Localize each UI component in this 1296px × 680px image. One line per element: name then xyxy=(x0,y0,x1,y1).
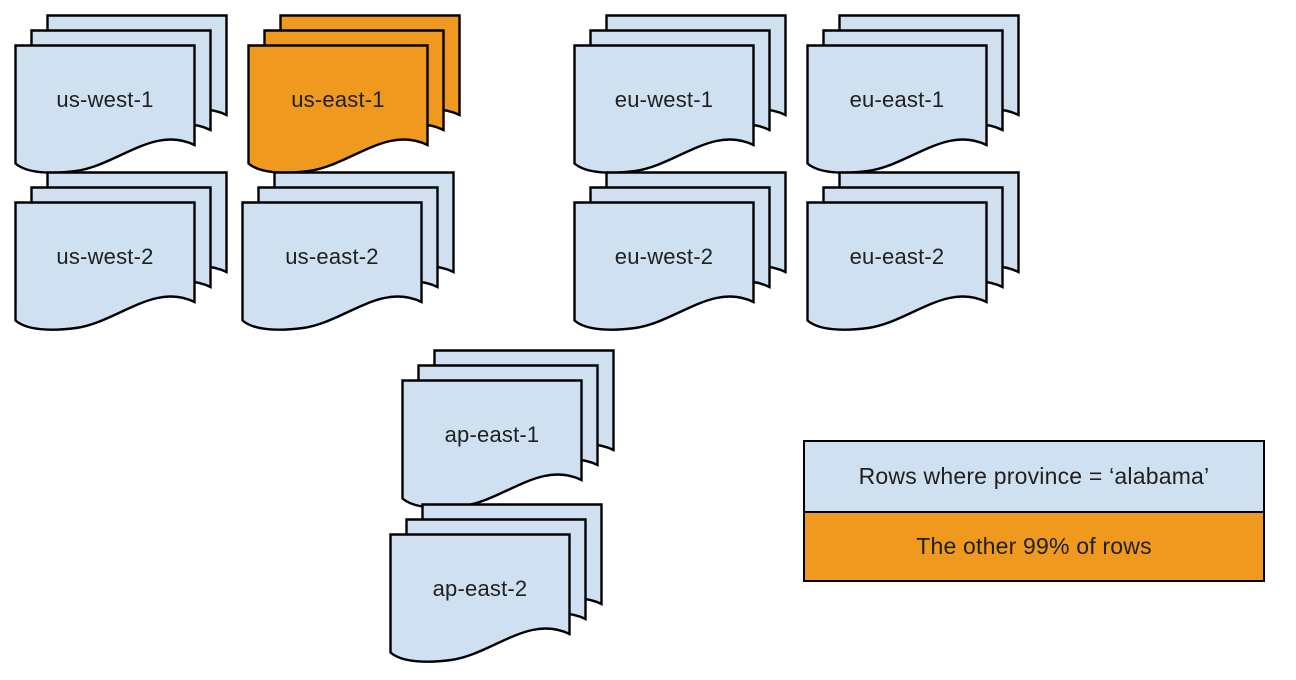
region-stack-us-west-1: us-west-1 xyxy=(14,14,228,178)
region-label: eu-west-2 xyxy=(614,244,714,269)
region-stack-ap-east-2: ap-east-2 xyxy=(389,503,603,667)
region-label: eu-west-1 xyxy=(614,87,714,112)
region-label: us-west-1 xyxy=(56,87,154,112)
region-label: eu-east-1 xyxy=(849,87,945,112)
legend-label: The other 99% of rows xyxy=(916,533,1152,559)
region-stack-us-east-1: us-east-1 xyxy=(247,14,461,178)
region-stack-us-east-2: us-east-2 xyxy=(241,171,455,335)
region-stack-eu-west-1: eu-west-1 xyxy=(573,14,787,178)
region-stack-us-west-2: us-west-2 xyxy=(14,171,228,335)
region-label: us-east-2 xyxy=(285,244,379,269)
region-stack-eu-east-2: eu-east-2 xyxy=(806,171,1020,335)
region-label: us-west-2 xyxy=(56,244,154,269)
legend-label: Rows where province = ‘alabama’ xyxy=(858,463,1210,489)
region-stack-ap-east-1: ap-east-1 xyxy=(401,349,615,513)
region-stack-eu-east-1: eu-east-1 xyxy=(806,14,1020,178)
legend-row-other-rows: The other 99% of rows xyxy=(805,511,1263,580)
region-label: ap-east-1 xyxy=(444,422,540,447)
legend: Rows where province = ‘alabama’ The othe… xyxy=(803,440,1265,582)
region-stack-eu-west-2: eu-west-2 xyxy=(573,171,787,335)
region-label: eu-east-2 xyxy=(849,244,945,269)
legend-row-alabama: Rows where province = ‘alabama’ xyxy=(805,442,1263,511)
region-label: ap-east-2 xyxy=(432,576,528,601)
region-label: us-east-1 xyxy=(291,87,385,112)
